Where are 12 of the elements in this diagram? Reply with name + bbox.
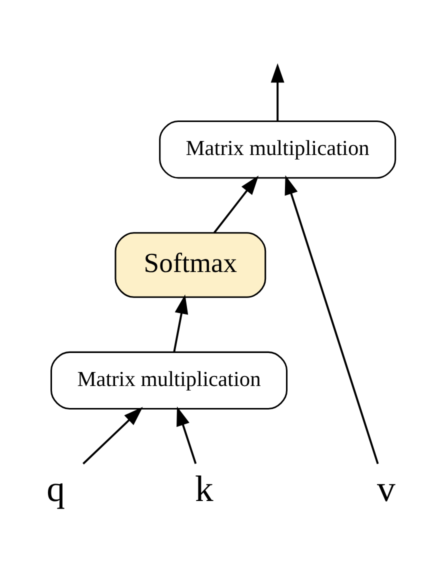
- node-text: q: [46, 467, 66, 508]
- arrow: [270, 62, 284, 121]
- node-box: Matrix multiplication: [159, 120, 396, 178]
- node-text: k: [195, 467, 214, 508]
- node-box: Softmax: [114, 232, 266, 298]
- node-box: Matrix multiplication: [50, 350, 288, 410]
- arrow: [173, 294, 188, 352]
- node-text: v: [376, 467, 396, 508]
- arrow: [176, 406, 197, 464]
- arrow: [213, 175, 259, 233]
- arrow: [82, 406, 143, 464]
- arrow: [284, 174, 379, 464]
